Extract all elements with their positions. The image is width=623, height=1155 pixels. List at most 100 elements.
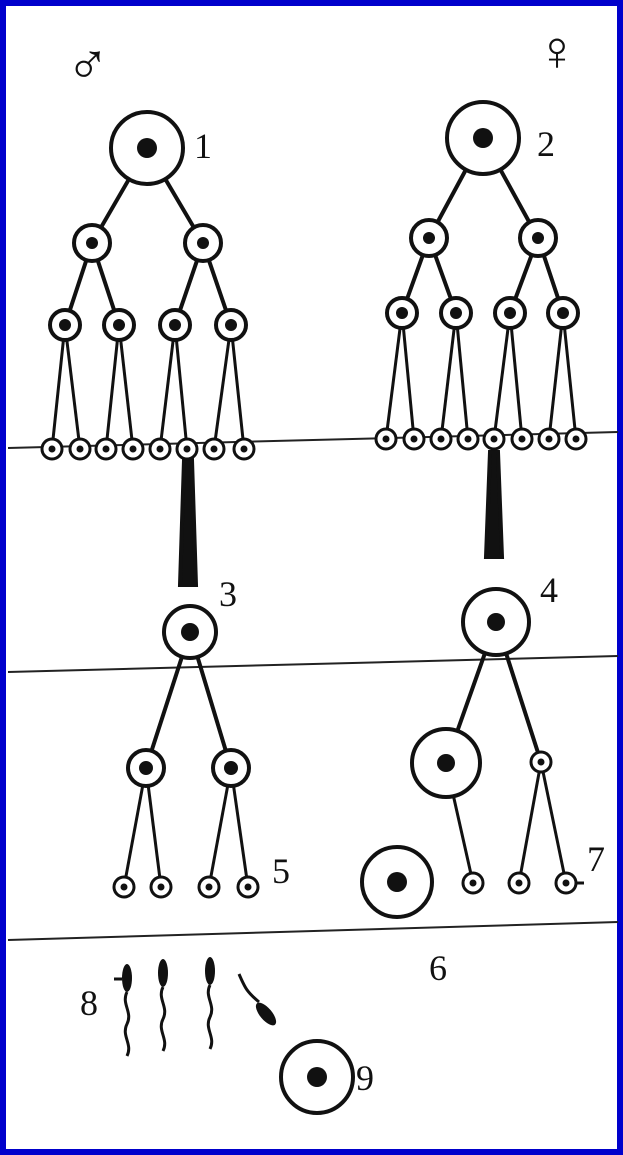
spermatid-cell: [199, 877, 219, 897]
lineage-connector: [386, 313, 402, 439]
spermatogonium-cell: [177, 439, 197, 459]
oogonium-cell: [411, 220, 447, 256]
lineage-connector: [563, 313, 576, 439]
stage-divider-line: [8, 656, 618, 672]
lineage-connector: [175, 325, 187, 449]
cell-nucleus: [516, 880, 523, 887]
label-8: 8: [80, 983, 98, 1023]
oogonium-cell: [441, 298, 471, 328]
cell-nucleus: [423, 232, 435, 244]
cell-nucleus: [245, 884, 252, 891]
cell-nucleus: [532, 232, 544, 244]
spermatozoon: [158, 959, 168, 1051]
oogonium-cell: [548, 298, 578, 328]
label-6: 6: [429, 948, 447, 988]
cell-nucleus: [438, 436, 445, 443]
cell-nucleus: [130, 446, 137, 453]
oogonium-cell: [376, 429, 396, 449]
cell-nucleus: [224, 761, 238, 775]
label-9: 9: [356, 1058, 374, 1098]
label-5: 5: [272, 851, 290, 891]
cell-nucleus: [181, 623, 199, 641]
lineage-connector: [519, 762, 541, 883]
cell-nucleus: [121, 884, 128, 891]
spermatogonium-cell: [123, 439, 143, 459]
oogonium-cell: [495, 298, 525, 328]
polar-body-cell: [531, 752, 551, 772]
cell-nucleus: [473, 128, 493, 148]
growth-connector: [180, 460, 196, 585]
cell-nucleus: [49, 446, 56, 453]
cell-nucleus: [504, 307, 516, 319]
label-7: 7: [587, 839, 605, 879]
cell-nucleus: [86, 237, 98, 249]
lineage-connector: [541, 762, 566, 883]
sperm-tail: [125, 992, 128, 1056]
spermatogonium-cell: [104, 310, 134, 340]
sperm-tail: [239, 974, 259, 1002]
lineage-connector: [65, 325, 80, 449]
cell-nucleus: [211, 446, 218, 453]
sperm-tail: [161, 987, 164, 1051]
lineage-connector: [52, 325, 65, 449]
cell-nucleus: [396, 307, 408, 319]
cell-nucleus: [241, 446, 248, 453]
cell-nucleus: [411, 436, 418, 443]
spermatogonium-cell: [216, 310, 246, 340]
lineage-connector: [402, 313, 414, 439]
lineage-connector: [456, 313, 468, 439]
stage-divider-line: [8, 922, 618, 940]
lineage-connector: [106, 325, 119, 449]
oogonium-cell: [484, 429, 504, 449]
cell-nucleus: [487, 613, 505, 631]
female-symbol: ♀: [536, 21, 578, 83]
spermatogonium-cell: [111, 112, 183, 184]
spermatogonium-cell: [74, 225, 110, 261]
cell-nucleus: [387, 872, 407, 892]
lineage-connector: [494, 313, 510, 439]
cell-nucleus: [538, 759, 545, 766]
oogonium-cell: [447, 102, 519, 174]
cell-nucleus: [307, 1067, 327, 1087]
cell-nucleus: [225, 319, 237, 331]
label-4: 4: [540, 570, 558, 610]
cell-nucleus: [158, 884, 165, 891]
cell-nucleus: [470, 880, 477, 887]
ovum-cell: [362, 847, 432, 917]
secondary-spermatocyte-cell: [128, 750, 164, 786]
cell-nucleus: [437, 754, 455, 772]
sperm-head: [122, 964, 132, 992]
spermatid-cell: [238, 877, 258, 897]
cell-nucleus: [465, 436, 472, 443]
cell-nucleus: [573, 436, 580, 443]
spermatogonium-cell: [204, 439, 224, 459]
secondary-oocyte-cell: [412, 729, 480, 797]
lineage-connector: [549, 313, 563, 439]
spermatogonium-cell: [234, 439, 254, 459]
spermatogonium-cell: [70, 439, 90, 459]
sperm-tail: [208, 985, 211, 1049]
cell-nucleus: [139, 761, 153, 775]
cell-nucleus: [59, 319, 71, 331]
cell-nucleus: [519, 436, 526, 443]
cell-nucleus: [491, 436, 498, 443]
oogonium-cell: [431, 429, 451, 449]
lineage-connector: [510, 313, 522, 439]
polar-body-cell: [509, 873, 529, 893]
cell-nucleus: [137, 138, 157, 158]
primary-oocyte-cell: [463, 589, 529, 655]
cell-nucleus: [169, 319, 181, 331]
cell-nucleus: [157, 446, 164, 453]
polar-body-cell: [556, 873, 576, 893]
lineage-connector: [214, 325, 231, 449]
label-3: 3: [219, 574, 237, 614]
label-2: 2: [537, 124, 555, 164]
lineage-connector: [160, 325, 175, 449]
spermatogonium-cell: [185, 225, 221, 261]
oogonium-cell: [404, 429, 424, 449]
lineage-connector: [119, 325, 133, 449]
spermatozoon: [122, 964, 132, 1056]
spermatogonium-cell: [160, 310, 190, 340]
